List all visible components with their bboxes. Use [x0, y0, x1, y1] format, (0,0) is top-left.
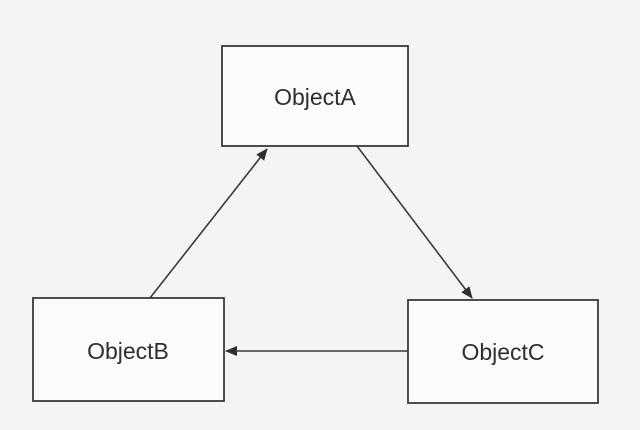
node-objectb: ObjectB	[32, 297, 225, 402]
node-objectc: ObjectC	[407, 299, 599, 404]
node-objectc-box	[407, 299, 599, 404]
edge-objecta-to-objectc	[356, 145, 473, 299]
edge-objectb-to-objecta	[149, 148, 268, 299]
node-objecta-box	[221, 45, 409, 147]
node-objectb-box	[32, 297, 225, 402]
node-objecta-label: ObjectA	[274, 84, 356, 110]
node-objectb-label: ObjectB	[87, 338, 169, 364]
node-objectc-label: ObjectC	[461, 339, 544, 365]
node-objecta: ObjectA	[221, 45, 409, 147]
